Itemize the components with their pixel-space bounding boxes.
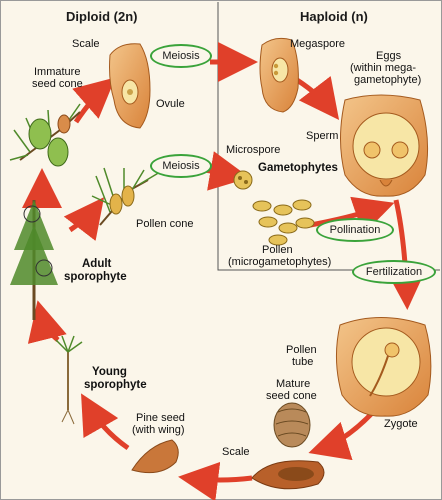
label-pollen-line2: (microgametophytes) xyxy=(228,256,332,268)
young-sporophyte-seedling xyxy=(55,335,83,425)
seed-scale-illustration xyxy=(251,460,325,490)
arrow-immature-to-scale xyxy=(72,77,116,124)
pollination-label: Pollination xyxy=(316,218,394,242)
immature-seed-cone-illustration xyxy=(9,103,81,167)
label-gametophytes: Gametophytes xyxy=(258,162,338,174)
label-immature-cone-line2: seed cone xyxy=(32,78,83,90)
label-pollen-line1: Pollen xyxy=(262,244,293,256)
arrow-adult-to-pollencone xyxy=(63,197,105,241)
female-gametophyte-illustration xyxy=(340,94,429,197)
scale-ovule-illustration xyxy=(109,43,151,129)
microspore-illustration xyxy=(233,170,253,190)
meiosis-mid-label: Meiosis xyxy=(150,154,212,178)
pollen-grains-illustration xyxy=(252,199,315,246)
label-sperm: Sperm xyxy=(306,130,339,142)
megaspore-illustration xyxy=(259,37,299,113)
label-scale-top: Scale xyxy=(72,38,100,50)
label-adult-line1: Adult xyxy=(82,258,112,270)
label-young-line2: sporophyte xyxy=(84,379,147,391)
label-mature-cone-line2: seed cone xyxy=(266,390,317,402)
haploid-header: Haploid (n) xyxy=(300,9,368,24)
label-eggs-line3: gametophyte) xyxy=(354,74,422,86)
label-ovule: Ovule xyxy=(156,98,185,110)
label-eggs-line1: Eggs xyxy=(376,50,402,62)
zygote-ovule-illustration xyxy=(335,317,432,417)
label-eggs-line2: (within mega- xyxy=(350,62,417,74)
label-young-line1: Young xyxy=(92,366,127,378)
diploid-header: Diploid (2n) xyxy=(66,9,138,24)
pine-seed-illustration xyxy=(131,439,179,474)
arrow-seed-to-pineseed xyxy=(178,461,253,500)
label-scale-bottom: Scale xyxy=(222,446,250,458)
meiosis-top-label: Meiosis xyxy=(150,44,212,68)
label-mature-cone-line1: Mature xyxy=(276,378,311,390)
arrow-to-young xyxy=(81,393,130,451)
arrow-megaspore-to-egg xyxy=(295,76,340,120)
label-pollen-cone: Pollen cone xyxy=(136,218,194,230)
label-megaspore: Megaspore xyxy=(290,38,346,50)
arrow-to-immature xyxy=(22,168,63,209)
label-pollen-tube-line1: Pollen xyxy=(286,344,317,356)
label-adult-line2: sporophyte xyxy=(64,271,127,283)
label-zygote: Zygote xyxy=(384,418,418,430)
label-pollen-tube-line2: tube xyxy=(292,356,314,368)
label-microspore: Microspore xyxy=(226,144,281,156)
arrow-meiosis-mid xyxy=(204,151,250,191)
pollen-cone-illustration xyxy=(91,167,161,226)
mature-seed-cone-illustration xyxy=(273,402,311,448)
label-pine-seed-line1: Pine seed xyxy=(136,412,185,424)
fertilization-label: Fertilization xyxy=(352,260,436,284)
arrow-young-to-adult xyxy=(27,300,67,344)
arrow-to-fertilization xyxy=(386,199,426,310)
label-pine-seed-line2: (with wing) xyxy=(132,424,185,436)
label-immature-cone-line1: Immature xyxy=(34,66,81,78)
adult-sporophyte-tree xyxy=(10,200,58,320)
